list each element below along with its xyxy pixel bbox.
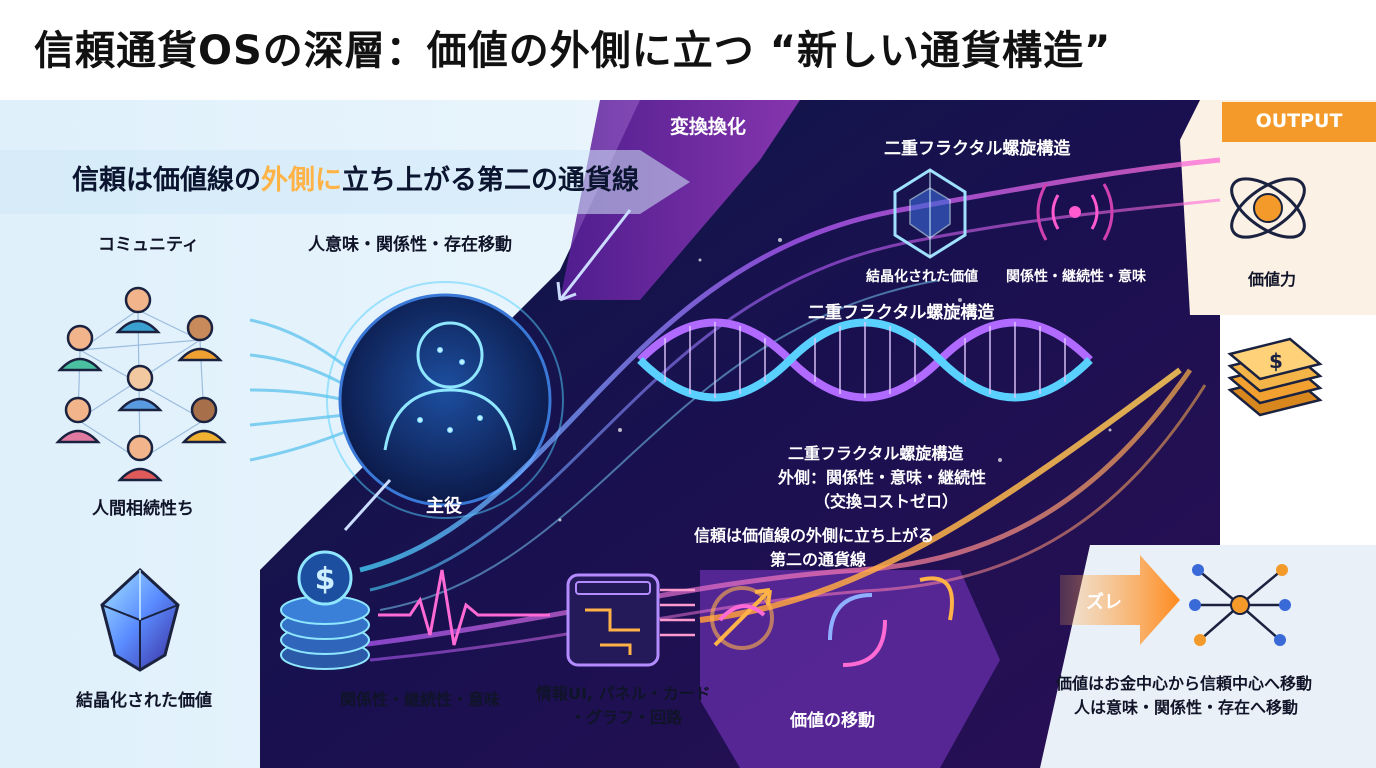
output-tag: OUTPUT	[1255, 110, 1343, 132]
person-icon	[55, 396, 101, 444]
person-icon	[177, 314, 223, 362]
banner-part-1: 信頼は価値線の	[72, 165, 261, 196]
ui-caption-line1: 情報UI, パネル・カード	[536, 684, 711, 703]
helix-desc-line1: 外側：関係性・意味・継続性	[778, 468, 987, 487]
infographic-art: $	[0, 100, 1376, 768]
person-icon	[117, 434, 163, 482]
pulse-line	[378, 569, 550, 646]
signal-icon	[1036, 183, 1114, 241]
conclusion-line-1: 価値はお金中心から信頼中心へ移動	[1056, 674, 1313, 693]
page-title: 信頼通貨OSの深層：価値の外側に立つ “新しい通貨構造”	[34, 28, 1112, 74]
person-icon	[181, 396, 227, 444]
banner-highlight: 外側に	[261, 165, 342, 196]
community-network	[55, 286, 227, 482]
helix-title: 二重フラクタル螺旋構造	[808, 303, 995, 323]
trust-line-1: 信頼は価値線の外側に立ち上がる	[694, 526, 935, 545]
coin-caption: 関係性・継続性・意味	[340, 690, 501, 709]
helix-desc-title: 二重フラクタル螺旋構造	[788, 444, 964, 463]
sparkles	[558, 238, 1112, 522]
flow-label: 人意味・関係性・存在移動	[308, 235, 512, 255]
energy-streams	[359, 157, 1221, 662]
protagonist-head	[326, 281, 564, 519]
network-node-icon	[1189, 564, 1291, 646]
shift-tag: ズレ	[1086, 592, 1122, 613]
crystal-caption-left: 結晶化された価値	[76, 691, 212, 711]
ui-caption-line2: ・グラフ・回路	[570, 708, 683, 727]
circuit-panel-icon	[566, 573, 695, 667]
flow-arrows	[249, 318, 351, 462]
cycle-icon	[828, 576, 954, 667]
person-icon	[57, 324, 103, 372]
value-force-label: 価値力	[1248, 270, 1297, 289]
banner-part-3: 立ち上がる第二の通貨線	[342, 165, 639, 196]
fractal-title-top: 二重フラクタル螺旋構造	[884, 139, 1071, 159]
exchange-icon	[710, 586, 774, 650]
arrow-icon	[558, 209, 632, 301]
svg-text:$: $	[1269, 349, 1283, 373]
shift-arrow-icon	[1060, 555, 1180, 645]
crystal-icon	[893, 168, 967, 259]
person-icon	[115, 286, 161, 334]
crystal-icon	[100, 567, 180, 672]
coin-stack-icon: $	[280, 550, 370, 670]
trust-line-2: 第二の通貨線	[770, 550, 867, 569]
banner-headline: 信頼は価値線の外側に立ち上がる第二の通貨線	[72, 158, 639, 197]
community-label: コミュニティ	[98, 235, 199, 255]
double-helix	[637, 318, 1093, 402]
protagonist-label: 主役	[426, 496, 462, 517]
svg-text:$: $	[315, 562, 336, 597]
conclusion-line-2: 人は意味・関係性・存在へ移動	[1074, 698, 1299, 717]
value-move-bottom: 価値の移動	[790, 711, 875, 731]
signal-label: 関係性・継続性・意味	[1006, 269, 1146, 285]
helix-desc-line2: （交換コストゼロ）	[814, 492, 959, 511]
community-caption: 人間相続性ち	[92, 499, 194, 519]
transform-tag: 変換換化	[670, 116, 747, 138]
value-move-right: 価値の移動	[1232, 460, 1313, 479]
atom-icon	[1230, 177, 1306, 239]
money-stack-icon: $	[1227, 337, 1323, 417]
person-icon	[117, 364, 163, 412]
infographic-stage: $	[0, 100, 1376, 768]
crystal-label-top: 結晶化された価値	[866, 269, 978, 285]
